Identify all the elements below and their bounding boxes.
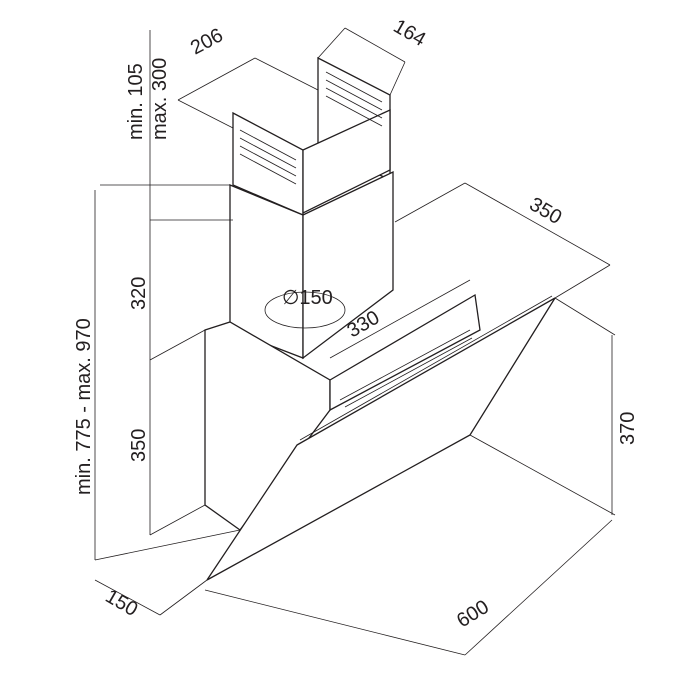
dim-body-height: 350 <box>128 429 150 462</box>
dimension-lines <box>94 27 616 656</box>
dim-glass-height: 370 <box>617 412 639 445</box>
hood-body <box>204 293 481 531</box>
dim-back-depth: 150 <box>102 585 142 621</box>
dim-chimney-min: min. 105 <box>125 63 147 140</box>
dim-total-height: min. 775 - max. 970 <box>73 318 95 495</box>
upper-chimney <box>232 56 391 216</box>
dim-outlet-diameter: ∅150 <box>282 287 333 309</box>
dim-chimney-width: 206 <box>187 24 227 59</box>
dim-chimney-max: max. 300 <box>149 58 171 140</box>
dim-hood-depth: 350 <box>526 193 566 229</box>
dim-chimney-depth: 164 <box>390 15 430 51</box>
lower-chimney <box>229 170 394 360</box>
dim-chimney-lower-height: 320 <box>128 277 150 310</box>
dim-hood-width: 600 <box>453 596 493 632</box>
